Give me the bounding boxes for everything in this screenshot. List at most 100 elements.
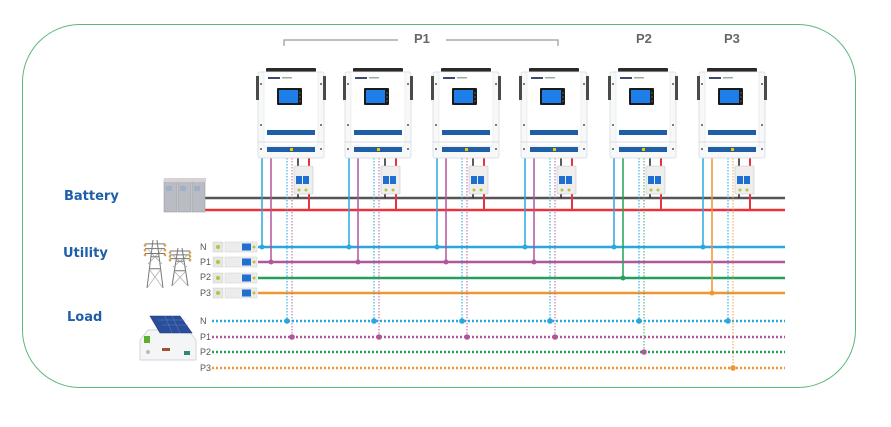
load-label: Load [67, 310, 103, 325]
inverter-brand-mark [443, 77, 455, 79]
inverter-button [299, 92, 301, 94]
diagram-frame [22, 24, 856, 388]
inverter-screw [347, 83, 349, 85]
load-bus-label-n: N [200, 316, 207, 326]
inverter-side-rail [697, 76, 700, 100]
tower-insulator [188, 251, 192, 254]
power-tower-icon [168, 247, 192, 287]
inverter-side-rail [764, 76, 767, 100]
inverter-screw [523, 83, 525, 85]
inverter-4-battery-breaker-icon [556, 158, 577, 210]
junction-dot [620, 275, 626, 281]
house-wall [139, 329, 197, 361]
tower-lattice [171, 255, 189, 287]
breaker-screw [216, 245, 220, 249]
inverter-button [299, 100, 301, 102]
inverter-screw [260, 83, 262, 85]
inverter-screw [407, 148, 409, 150]
inverter-button [562, 92, 564, 94]
breaker-switch [559, 176, 565, 184]
tower-insulator [188, 255, 192, 258]
junction-dot [730, 365, 736, 371]
inverter-screw [260, 124, 262, 126]
inverter-screen [720, 90, 739, 103]
inverter-5-battery-breaker-icon [645, 158, 666, 210]
inverter-side-rail [256, 76, 259, 100]
group-bracket-p1 [283, 39, 559, 46]
tower-insulator [188, 258, 192, 262]
warning-icon [377, 148, 380, 151]
inverter-screw [435, 148, 437, 150]
inverter-screw [701, 124, 703, 126]
inverter-screen [279, 90, 298, 103]
breaker-switch [242, 274, 251, 282]
inverter-brand-mark [531, 77, 543, 79]
junction-dot [259, 244, 265, 250]
inverter-model-label [267, 130, 315, 135]
inverter-screw [672, 148, 674, 150]
inverter-screw [320, 148, 322, 150]
inverter-screw [495, 83, 497, 85]
inverter-button [386, 96, 388, 98]
inverter-button [474, 100, 476, 102]
house-solar-icon [139, 315, 197, 361]
inverter-screw [612, 148, 614, 150]
junction-dot [531, 259, 537, 265]
junction-dot [284, 318, 290, 324]
inverter-screw [583, 124, 585, 126]
breaker-switch [471, 176, 477, 184]
breaker-switch [303, 176, 309, 184]
inverter-brand-text [282, 77, 292, 79]
battery-cell-label [194, 186, 200, 191]
inverter-button [386, 100, 388, 102]
inverter-screw [407, 124, 409, 126]
breaker-screw [297, 188, 301, 192]
warning-icon [731, 148, 734, 151]
breaker-switch [648, 176, 654, 184]
inverter-screen [542, 90, 561, 103]
junction-dot [371, 318, 377, 324]
inverter-button [386, 92, 388, 94]
breaker-body [224, 272, 258, 284]
group-label-p1: P1 [414, 31, 430, 46]
tower-insulator [163, 248, 167, 252]
load-bus-label-p3: P3 [200, 363, 212, 373]
inverter-screw [347, 124, 349, 126]
house-inverter [144, 336, 150, 343]
tower-frame [171, 247, 189, 287]
breaker-switch [566, 176, 572, 184]
battery-cell-label [166, 186, 172, 191]
inverter-side-rail [410, 76, 413, 100]
junction-dot [641, 349, 647, 355]
junction-dot [709, 290, 715, 296]
inverter-screw [761, 148, 763, 150]
inverter-side-rail [586, 76, 589, 100]
inverter-handle [441, 68, 491, 72]
junction-dot [268, 259, 274, 265]
inverter-screw [761, 83, 763, 85]
inverter-screw [612, 83, 614, 85]
inverter-screen [631, 90, 650, 103]
utility-bus-label-p3: P3 [200, 288, 212, 298]
inverter-side-rail [431, 76, 434, 100]
tower-insulator [143, 248, 147, 252]
inverter-5-icon [608, 68, 678, 159]
inverter-screen [454, 90, 473, 103]
inverter-screw [672, 83, 674, 85]
tower-insulator [163, 253, 167, 257]
breaker-body [224, 287, 258, 299]
inverter-screw [612, 124, 614, 126]
utility-breaker-p2-icon [212, 272, 258, 284]
inverter-3-icon [431, 68, 501, 159]
inverter-model-label [530, 130, 578, 135]
tower-insulator [168, 255, 172, 258]
inverter-screw [320, 124, 322, 126]
inverter-screw [761, 124, 763, 126]
inverter-model-label [619, 130, 667, 135]
inverter-brand-mark [355, 77, 367, 79]
inverter-handle [618, 68, 668, 72]
warning-icon [553, 148, 556, 151]
inverter-1-battery-breaker-icon [293, 158, 314, 210]
inverter-screw [523, 148, 525, 150]
